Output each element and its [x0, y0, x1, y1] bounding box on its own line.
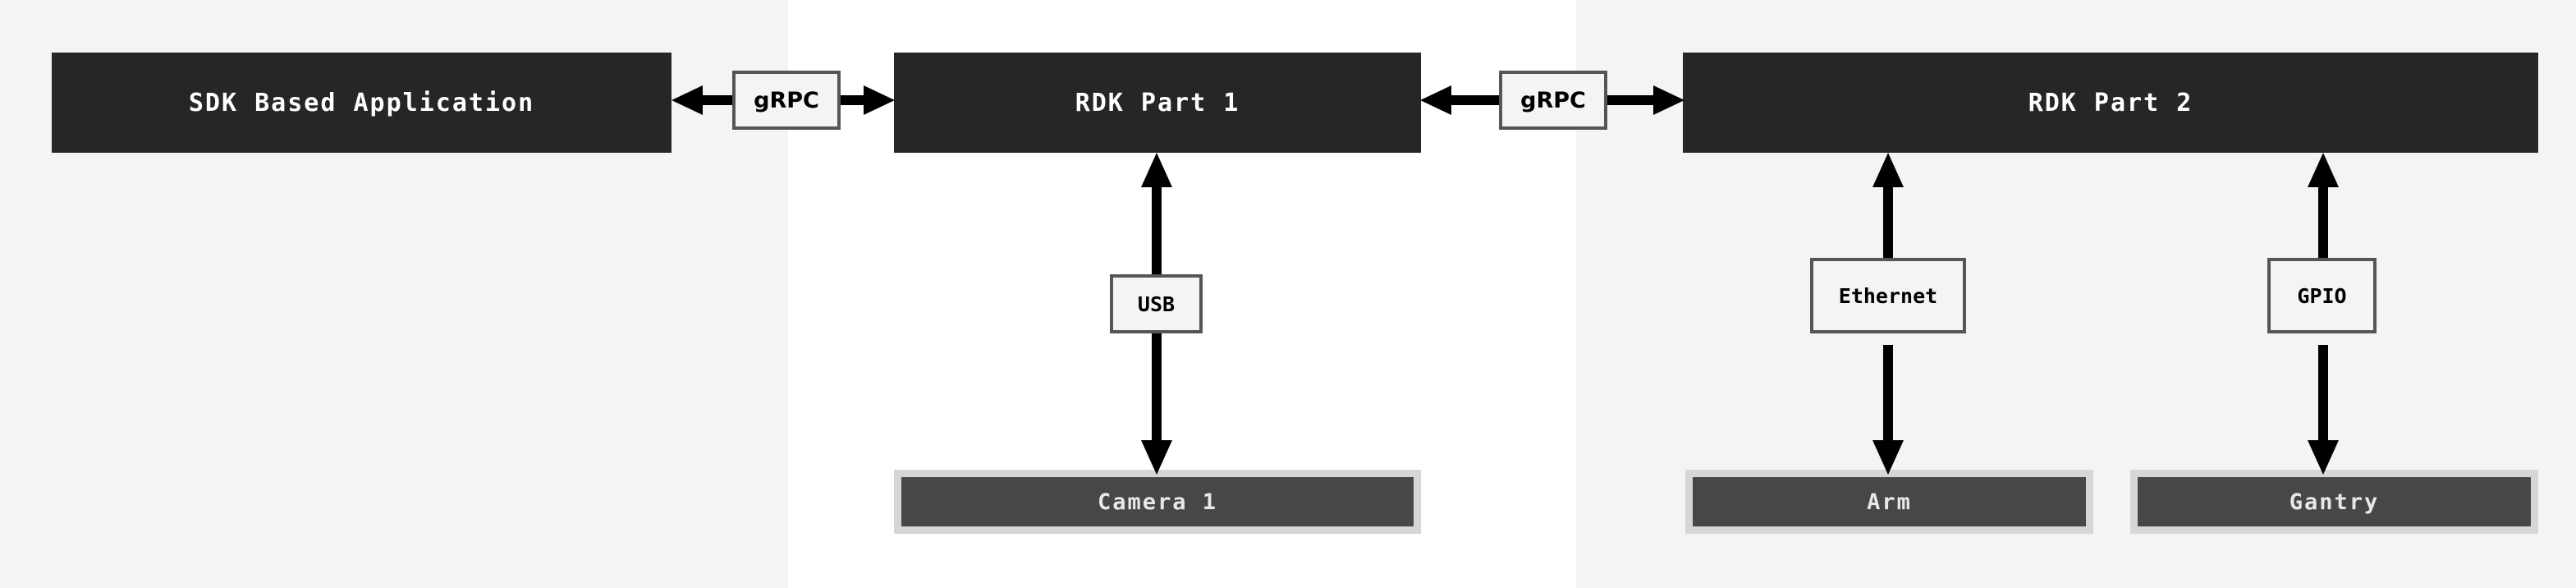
- connector-rdk2-to-gantry: [2308, 153, 2339, 475]
- node-sdk-based-application[interactable]: SDK Based Application: [52, 53, 672, 153]
- edge-label-grpc-right[interactable]: gRPC: [1499, 71, 1607, 130]
- edge-label-ethernet[interactable]: Ethernet: [1810, 258, 1966, 333]
- node-arm[interactable]: Arm: [1685, 470, 2093, 534]
- node-gantry[interactable]: Gantry: [2130, 470, 2538, 534]
- node-camera-1[interactable]: Camera 1: [894, 470, 1421, 534]
- connector-rdk1-to-rdk2: [1420, 85, 1684, 115]
- connector-rdk1-to-camera1: [1141, 153, 1172, 475]
- node-rdk-part-1[interactable]: RDK Part 1: [894, 53, 1421, 153]
- connector-rdk2-to-arm: [1872, 153, 1904, 475]
- edge-label-gpio[interactable]: GPIO: [2267, 258, 2377, 333]
- edge-label-grpc-left[interactable]: gRPC: [732, 71, 841, 130]
- node-rdk-part-2[interactable]: RDK Part 2: [1683, 53, 2538, 153]
- edge-label-usb[interactable]: USB: [1110, 274, 1203, 333]
